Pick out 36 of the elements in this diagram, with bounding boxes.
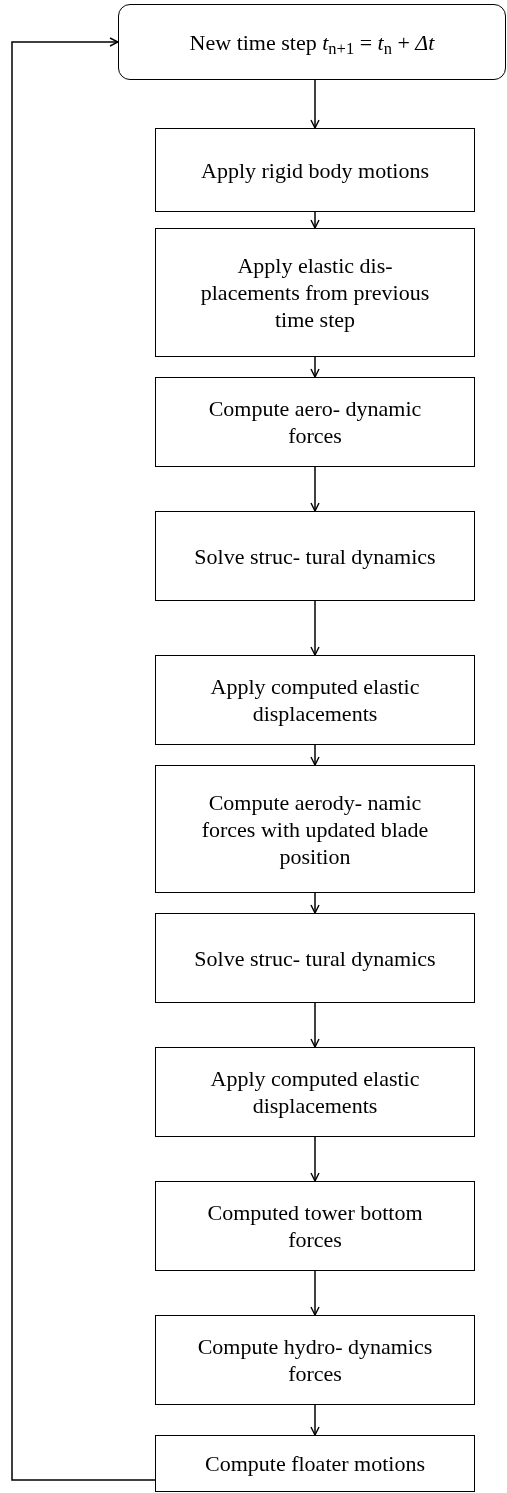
arrow xyxy=(310,1136,320,1182)
arrow xyxy=(310,892,320,914)
arrow xyxy=(310,600,320,656)
step-text: Compute aero- dynamic forces xyxy=(207,395,423,449)
step-text: Compute aerody- namic forces with updated blade position xyxy=(200,788,430,870)
process-box xyxy=(155,1435,475,1492)
process-box xyxy=(155,228,475,357)
process-box xyxy=(155,128,475,212)
step-text: Solve struc- tural dynamics xyxy=(194,542,436,570)
process-box xyxy=(118,4,506,80)
arrow xyxy=(310,466,320,512)
step-text: Compute floater motions xyxy=(205,1450,425,1477)
arrow xyxy=(11,37,156,1481)
step-text: Apply computed elastic displacements xyxy=(209,1065,421,1119)
process-box xyxy=(155,1047,475,1137)
step-text: Computed tower bottom forces xyxy=(206,1199,424,1253)
arrow xyxy=(310,744,320,766)
step-text: Apply computed elastic displacements xyxy=(209,673,421,727)
process-box xyxy=(155,913,475,1003)
process-box xyxy=(155,377,475,467)
step-text: Solve struc- tural dynamics xyxy=(194,944,436,972)
step-text: Apply elastic dis- placements from previous time step xyxy=(199,252,431,333)
arrow xyxy=(310,1002,320,1048)
step-text: Apply rigid body motions xyxy=(201,156,429,184)
step-text: New time step t$_{n+1}$ = t$_{n}$ + Δt xyxy=(189,28,435,56)
arrow xyxy=(310,211,320,229)
process-box xyxy=(155,655,475,745)
arrow xyxy=(310,1270,320,1316)
process-box xyxy=(155,1315,475,1405)
process-box xyxy=(155,1181,475,1271)
process-box xyxy=(155,765,475,893)
process-box xyxy=(155,511,475,601)
step-text: Compute hydro- dynamics forces xyxy=(196,1333,434,1387)
arrow xyxy=(310,356,320,378)
arrow xyxy=(310,79,320,129)
arrow xyxy=(310,1404,320,1436)
